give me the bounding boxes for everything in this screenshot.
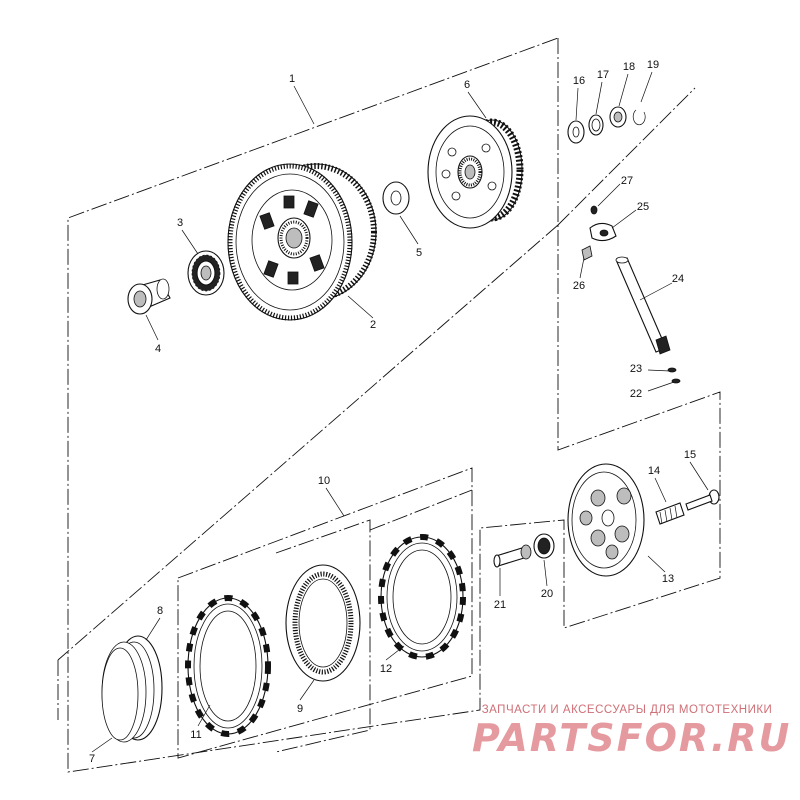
frame-diagonal-right xyxy=(557,87,696,226)
callout-7: 7 xyxy=(89,753,95,765)
part-13-pressure-plate xyxy=(567,463,645,577)
callout-14: 14 xyxy=(648,465,660,477)
frame-diagonal-lower xyxy=(57,224,559,661)
callout-13: 13 xyxy=(662,573,674,585)
callout-11: 11 xyxy=(190,729,201,741)
part-9-steel-plate xyxy=(285,564,361,682)
callout-4: 4 xyxy=(155,343,161,355)
callout-8: 8 xyxy=(157,605,163,617)
watermark: ЗАПЧАСТИ И АКСЕССУАРЫ ДЛЯ МОТОТЕХНИКИ PA… xyxy=(472,704,792,760)
part-12-friction-plate xyxy=(378,534,466,660)
part-3-bearing xyxy=(187,250,225,296)
callout-21: 21 xyxy=(494,599,506,611)
callout-27: 27 xyxy=(621,175,633,187)
part-11-friction-plate xyxy=(185,595,271,737)
leader-lines xyxy=(91,71,709,753)
part-21-lifter xyxy=(493,544,532,568)
callout-numbers: 1 2 3 4 5 6 7 8 9 10 11 12 13 14 15 16 1… xyxy=(89,59,696,765)
callout-23: 23 xyxy=(630,363,642,375)
callout-2: 2 xyxy=(370,319,376,331)
part-25-lever xyxy=(589,222,617,242)
callout-20: 20 xyxy=(541,588,553,600)
watermark-logo: PARTSFOR.RU xyxy=(472,716,792,760)
part-5-thrust-washer xyxy=(382,181,410,215)
callout-18: 18 xyxy=(623,61,635,73)
callout-16: 16 xyxy=(573,75,585,87)
part-16-washer xyxy=(567,120,585,144)
callout-17: 17 xyxy=(597,69,609,81)
callout-12: 12 xyxy=(380,663,392,675)
frame-sub-9 xyxy=(275,519,371,753)
part-2-clutch-basket xyxy=(227,163,377,321)
callout-10: 10 xyxy=(318,475,330,487)
part-27-screw xyxy=(590,205,598,215)
frame-assembly-1 xyxy=(67,37,721,773)
callout-6: 6 xyxy=(464,79,470,91)
callout-19: 19 xyxy=(647,59,659,71)
part-19-circlip xyxy=(632,109,646,126)
part-4-bush xyxy=(127,278,171,315)
callout-26: 26 xyxy=(573,280,585,292)
callout-25: 25 xyxy=(637,201,649,213)
part-23-o-ring xyxy=(667,367,677,373)
part-14-spring xyxy=(655,502,685,525)
callout-15: 15 xyxy=(684,449,696,461)
part-26-grub-screw xyxy=(581,245,593,261)
callout-5: 5 xyxy=(416,247,422,259)
part-6-clutch-hub xyxy=(427,115,524,229)
frame-sub-12 xyxy=(369,489,473,531)
part-15-bolt xyxy=(685,489,720,511)
part-20-bearing xyxy=(533,533,555,559)
callout-1: 1 xyxy=(289,73,295,85)
callout-24: 24 xyxy=(672,273,684,285)
callout-22: 22 xyxy=(630,388,642,400)
callout-3: 3 xyxy=(177,217,183,229)
part-24-push-rod xyxy=(615,256,671,355)
part-17-washer xyxy=(588,114,604,136)
callout-9: 9 xyxy=(297,703,303,715)
part-18-nut xyxy=(609,106,627,128)
part-7-anti-judder-spring xyxy=(101,641,147,743)
watermark-tagline: ЗАПЧАСТИ И АКСЕССУАРЫ ДЛЯ МОТОТЕХНИКИ xyxy=(481,704,773,716)
